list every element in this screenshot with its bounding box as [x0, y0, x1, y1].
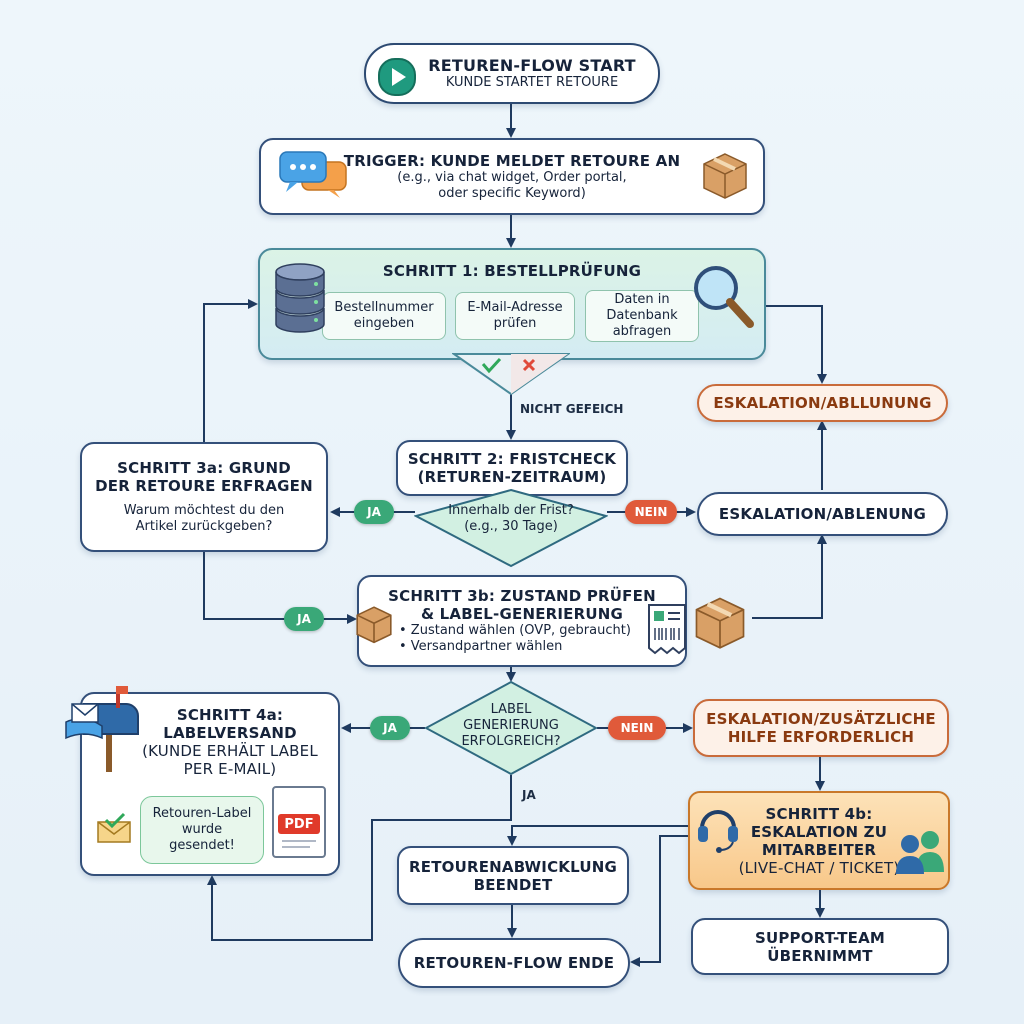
pill-nein-step2: NEIN [625, 500, 677, 524]
end-title: RETOUREN-FLOW ENDE [413, 954, 615, 972]
escalation-top-node: ESKALATION/ABLLUNUNG [697, 384, 948, 422]
pill-ja-step2: JA [354, 500, 394, 524]
step3b-node: SCHRITT 3b: ZUSTAND PRÜFEN & LABEL-GENER… [357, 575, 687, 667]
cross-icon [522, 358, 536, 372]
step1-check-triangle [452, 353, 570, 396]
flow-end-node: RETOUREN-FLOW ENDE [398, 938, 630, 988]
step1-sub3-line2: Datenbank [606, 308, 678, 323]
step3b-title-line2: & LABEL-GENERIERUNG [420, 605, 624, 623]
step4a-title-line2: LABELVERSAND [163, 724, 297, 742]
escalation-top-title: ESKALATION/ABLLUNUNG [713, 394, 932, 412]
play-icon [378, 58, 416, 96]
step4b-line3: MITARBEITER [761, 840, 877, 859]
step3a-title-line2: DER RETOURE ERFRAGEN [95, 477, 313, 495]
flow-start-node: RETUREN-FLOW START KUNDE STARTET RETOURE [364, 43, 660, 104]
label-decision-line1: LABEL [490, 702, 532, 717]
step3a-text-line2: Artikel zurückgeben? [135, 519, 273, 534]
step1-sub-email: E-Mail-Adresse prüfen [455, 292, 575, 340]
step4a-title-line4: PER E-MAIL) [183, 760, 277, 778]
database-icon [275, 263, 325, 333]
pdf-document-icon: PDF [272, 786, 326, 858]
shipping-label-icon [648, 604, 686, 655]
support-line1: SUPPORT-TEAM [754, 928, 886, 947]
step1-sub2-line2: prüfen [493, 316, 537, 331]
step2-title-line2: (RETUREN-ZEITRAUM) [417, 468, 607, 486]
label-ja-after-decision: JA [522, 788, 536, 802]
label-decision-line3: ERFOLGREICH? [461, 734, 561, 749]
step1-sub3-line1: Daten in [614, 292, 670, 307]
step4a-title-line1: SCHRITT 4a: [176, 706, 284, 724]
step3b-title-line1: SCHRITT 3b: ZUSTAND PRÜFEN [388, 587, 656, 605]
step1-title: SCHRITT 1: BESTELLPRÜFUNG [382, 262, 642, 280]
pill-ja-step3b: JA [284, 607, 324, 631]
step2-decision-diamond [414, 488, 608, 568]
step2-question-line2: (e.g., 30 Tage) [464, 519, 558, 534]
arrow-step1-escalation-top [766, 305, 827, 384]
label-decision-diamond [424, 680, 598, 776]
label-nicht-gefeich: NICHT GEFEICH [520, 402, 624, 416]
finish-line1: RETOURENABWICKLUNG [409, 857, 617, 876]
arrow-label-finish [207, 775, 512, 941]
step4a-bubble-line3: gesendet! [169, 838, 235, 853]
step1-sub1-line2: eingeben [353, 316, 415, 331]
step4a-bubble: Retouren-Label wurde gesendet! [140, 796, 264, 864]
escalation-mid-title: ESKALATION/ABLENUNG [718, 505, 927, 523]
step4a-title-line3: (KUNDE ERHÄLT LABEL [142, 742, 318, 760]
arrow-back-finish [507, 825, 690, 846]
trigger-line2: oder specific Keyword) [438, 185, 586, 201]
check-icon [481, 357, 502, 374]
pill-nein-label: NEIN [608, 716, 666, 740]
step4b-line4: (LIVE-CHAT / TICKET) [738, 858, 900, 877]
step4a-bubble-line2: wurde [181, 822, 223, 837]
package-icon [703, 153, 747, 199]
step3b-bullet2: • Versandpartner wählen [399, 639, 563, 654]
package-small-icon [356, 606, 392, 644]
step4b-line2: ESKALATION ZU [750, 822, 888, 841]
trigger-title: TRIGGER: KUNDE MELDET RETOURE AN [343, 151, 681, 170]
finish-line2: BEENDET [473, 875, 553, 894]
trigger-line1: (e.g., via chat widget, Order portal, [397, 169, 627, 185]
support-line2: ÜBERNIMMT [767, 946, 873, 965]
label-decision-line2: GENERIERUNG [463, 718, 559, 733]
step3a-title-line1: SCHRITT 3a: GRUND [117, 459, 291, 477]
step4b-line1: SCHRITT 4b: [765, 804, 873, 823]
step1-sub-order-number: Bestellnummer eingeben [322, 292, 446, 340]
pdf-badge: PDF [278, 814, 320, 834]
step4a-bubble-line1: Retouren-Label [152, 806, 252, 821]
escalation-help-line1: ESKALATION/ZUSÄTZLICHE [706, 710, 936, 728]
mailbox-icon [65, 686, 139, 772]
step1-sub3-line3: abfragen [612, 324, 672, 339]
support-node: SUPPORT-TEAM ÜBERNIMMT [691, 918, 949, 975]
step1-sub2-line1: E-Mail-Adresse [467, 300, 563, 315]
step2-question-line1: Innerhalb der Frist? [448, 503, 574, 518]
escalation-mid-node: ESKALATION/ABLENUNG [697, 492, 948, 536]
chat-bubbles-icon [279, 151, 347, 198]
step2-node: SCHRITT 2: FRISTCHECK (RETUREN-ZEITRAUM) [396, 440, 628, 496]
users-icon [896, 831, 944, 874]
step1-sub1-line1: Bestellnummer [334, 300, 434, 315]
headset-icon [698, 810, 738, 853]
escalation-help-line2: HILFE ERFORDERLICH [727, 728, 915, 746]
start-title: RETUREN-FLOW START [428, 56, 636, 75]
arrow-step3a-loop-step1 [203, 299, 258, 442]
step3b-bullet1: • Zustand wählen (OVP, gebraucht) [399, 623, 631, 638]
arrow-step3b-escalation-mid [752, 534, 827, 619]
step3a-text-line1: Warum möchtest du den [123, 503, 285, 518]
mail-check-icon [97, 812, 131, 843]
step2-title-line1: SCHRITT 2: FRISTCHECK [407, 450, 617, 468]
pill-ja-label: JA [370, 716, 410, 740]
package-right-icon [695, 597, 745, 649]
start-subtitle: KUNDE STARTET RETOURE [445, 75, 619, 90]
magnifier-icon [694, 266, 754, 328]
arrow-step3a-step3b [203, 552, 357, 624]
finish-node: RETOURENABWICKLUNG BEENDET [397, 846, 629, 905]
arrow-step4b-end [630, 835, 688, 967]
escalation-help-node: ESKALATION/ZUSÄTZLICHE HILFE ERFORDERLIC… [693, 699, 949, 757]
step1-sub-database: Daten in Datenbank abfragen [585, 290, 699, 342]
step3a-node: SCHRITT 3a: GRUND DER RETOURE ERFRAGEN W… [80, 442, 328, 552]
